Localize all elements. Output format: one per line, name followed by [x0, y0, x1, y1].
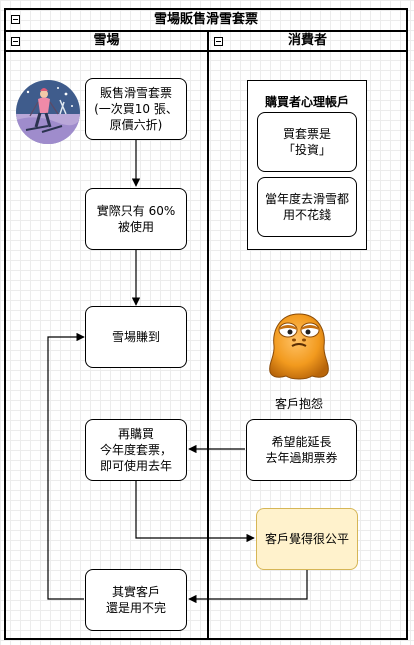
node-pass-is-investment[interactable]: 買套票是 「投資」: [257, 112, 357, 172]
lane-title-ski-resort: 雪場: [93, 33, 120, 48]
lane-header-ski-resort: 雪場: [6, 32, 207, 52]
node-customer-feels-fair[interactable]: 客戶覺得很公平: [256, 508, 358, 570]
lane-consumer: 消費者: [209, 32, 406, 638]
node-rebuy-this-year[interactable]: 再購買 今年度套票， 即可使用去年: [85, 419, 187, 481]
mental-account-title: 購買者心理帳戶: [264, 95, 349, 109]
mental-account-container[interactable]: 購買者心理帳戶 買套票是 「投資」 當年度去滑雪都 用不花錢: [247, 80, 367, 250]
swimlane-pool: 雪場販售滑雪套票 雪場 消費者: [4, 8, 408, 640]
arrow-unused-to-profit: [47, 332, 85, 600]
collapse-icon[interactable]: [11, 37, 20, 46]
pool-title: 雪場販售滑雪套票: [153, 12, 258, 27]
node-extend-expired-tickets[interactable]: 希望能延長 去年過期票券: [246, 419, 357, 481]
pool-header: 雪場販售滑雪套票: [6, 10, 406, 32]
node-only-60-used[interactable]: 實際只有 60% 被使用: [85, 188, 187, 250]
lane-title-consumer: 消費者: [287, 33, 327, 48]
lane-ski-resort: 雪場: [6, 32, 209, 638]
lane-header-consumer: 消費者: [209, 32, 406, 52]
node-sell-ski-pass[interactable]: 販售滑雪套票 (一次買10 張、 原價六折): [85, 78, 187, 140]
skier-illustration: [16, 80, 80, 144]
customer-complaint-caption: 客戶抱怨: [274, 397, 323, 411]
node-still-cannot-use[interactable]: 其實客戶 還是用不完: [85, 569, 187, 631]
frowning-face-icon: [269, 313, 329, 380]
node-resort-profit[interactable]: 雪場賺到: [85, 306, 187, 368]
collapse-icon[interactable]: [214, 37, 223, 46]
arrow-fair-to-unused: [188, 570, 308, 604]
collapse-icon[interactable]: [11, 15, 20, 24]
node-skiing-free-this-year[interactable]: 當年度去滑雪都 用不花錢: [257, 177, 357, 237]
arrow-rebuy-to-fair: [135, 480, 255, 543]
